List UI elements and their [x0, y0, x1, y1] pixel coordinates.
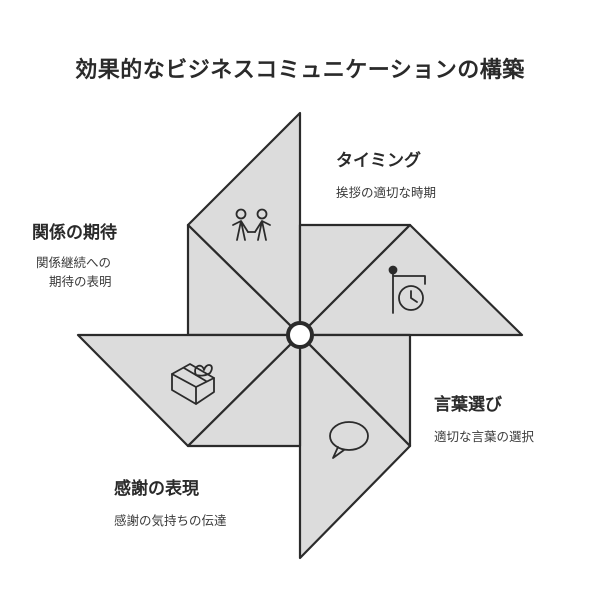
- label-description: 挨拶の適切な時期: [336, 185, 437, 200]
- pinwheel-blade-left-base: [186, 333, 302, 448]
- label-heading: 言葉選び: [434, 395, 502, 415]
- label-heading: タイミング: [336, 151, 421, 171]
- blade-label-word-choice: 言葉選び 適切な言葉の選択: [434, 390, 534, 446]
- label-heading: 感謝の表現: [114, 479, 199, 499]
- gift-box-icon: [171, 363, 215, 405]
- label-heading: 関係の期待: [32, 223, 117, 243]
- blade-label-gratitude: 感謝の表現 感謝の気持ちの伝達: [114, 474, 227, 530]
- pinwheel-hub: [286, 321, 314, 349]
- people-icon: [232, 208, 271, 241]
- label-description: 感謝の気持ちの伝達: [114, 513, 227, 528]
- label-description: 適切な言葉の選択: [434, 429, 535, 444]
- blade-label-relationship: 関係の期待 関係継続への 期待の表明: [32, 218, 117, 291]
- label-description-line-1: 関係継続への: [36, 255, 112, 270]
- blade-label-timing: タイミング 挨拶の適切な時期: [336, 146, 436, 202]
- label-description-line-2: 期待の表明: [49, 274, 112, 289]
- speech-bubble-icon: [329, 421, 369, 459]
- clock-sign-icon: [388, 265, 426, 314]
- diagram-title: 効果的なビジネスコミュニケーションの構築: [75, 58, 525, 83]
